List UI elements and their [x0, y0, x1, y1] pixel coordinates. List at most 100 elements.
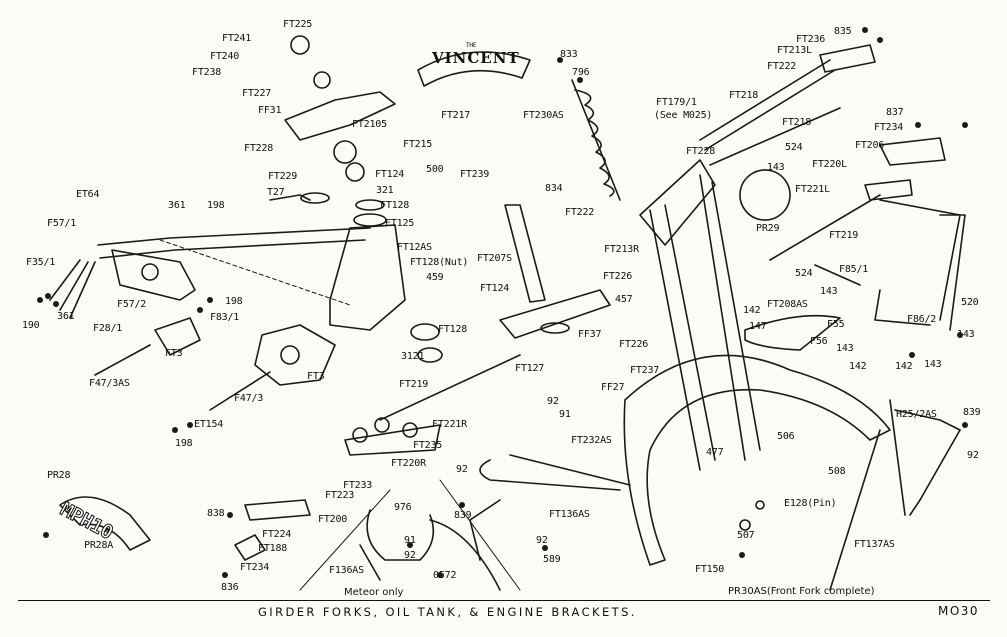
plate-ft200 — [244, 499, 311, 521]
part-label: FT218 — [782, 117, 812, 128]
part-label: 508 — [828, 466, 846, 477]
part-label: FT220R — [391, 458, 426, 469]
part-label: F57/2 — [117, 299, 147, 310]
part-label: FT208AS — [767, 299, 808, 310]
part-label: FF31 — [258, 105, 282, 116]
part-label: FT238 — [192, 67, 222, 78]
part-label: FT3 — [165, 348, 183, 359]
part-label: FT128 — [438, 324, 468, 335]
logo-banner — [417, 51, 531, 87]
part-label: FT222 — [565, 207, 595, 218]
part-label: FT124 — [480, 283, 510, 294]
part-label: 838 — [207, 508, 225, 519]
part-label: F86/2 — [907, 314, 937, 325]
part-label: FT213R — [604, 244, 639, 255]
part-label: 457 — [615, 294, 633, 305]
part-label: 198 — [207, 200, 225, 211]
part-label: FT233 — [343, 480, 373, 491]
part-label: FT207S — [477, 253, 512, 264]
part-label: FT220L — [812, 159, 847, 170]
girder-left-tube — [97, 227, 371, 246]
part-label: 143 — [767, 162, 785, 173]
part-label: FT219 — [829, 230, 859, 241]
part-label: F83/1 — [210, 312, 240, 323]
note-meteor-only: Meteor only — [344, 587, 404, 598]
damper-spring — [574, 89, 615, 197]
plate-pr28 — [59, 496, 151, 551]
part-label: FT218 — [729, 90, 759, 101]
part-label: FT206 — [855, 140, 885, 151]
part-label: FT179/1 — [656, 97, 697, 108]
part-label: F55 — [827, 319, 845, 330]
part-label: FT150 — [695, 564, 725, 575]
part-label: FT125 — [385, 218, 415, 229]
part-label: 198 — [225, 296, 243, 307]
part-label: FF27 — [601, 382, 625, 393]
part-label: 507 — [737, 530, 755, 541]
part-label: FT237 — [630, 365, 660, 376]
part-label: 839 — [963, 407, 981, 418]
sheet-title: GIRDER FORKS, OIL TANK, & ENGINE BRACKET… — [258, 605, 637, 619]
part-label: FT12AS — [397, 242, 432, 253]
part-label: 506 — [777, 431, 795, 442]
part-label: FT235 — [413, 440, 443, 451]
part-label: 143 — [820, 286, 838, 297]
part-label: FT224 — [262, 529, 292, 540]
part-label: 796 — [572, 67, 590, 78]
part-label: 92 — [547, 396, 559, 407]
part-label: FT228 — [686, 146, 716, 157]
part-label: 836 — [221, 582, 239, 593]
part-label: 500 — [426, 164, 444, 175]
steering-column — [504, 204, 546, 303]
front-stand — [479, 459, 621, 491]
part-label: F28/1 — [93, 323, 123, 334]
front-fork-blade — [639, 159, 716, 246]
pr29-damper — [739, 169, 791, 221]
part-label: 198 — [175, 438, 193, 449]
part-label: FT127 — [515, 363, 545, 374]
part-label: 92 — [967, 450, 979, 461]
part-label: FT217 — [441, 110, 471, 121]
part-label: 520 — [961, 297, 979, 308]
part-label: FT234 — [240, 562, 270, 573]
mudguard — [623, 354, 891, 566]
stay-f136 — [366, 509, 435, 561]
part-label: 976 — [394, 502, 412, 513]
plate-ft220r — [344, 424, 441, 456]
part-label: FT236 — [796, 34, 826, 45]
part-label: 524 — [795, 268, 813, 279]
part-label: 477 — [706, 447, 724, 458]
part-label: PR28A — [84, 540, 114, 551]
part-label: 837 — [886, 107, 904, 118]
girder-blade — [111, 249, 196, 301]
part-label: PR28 — [47, 470, 71, 481]
part-label: FT226 — [603, 271, 633, 282]
part-label: F57/1 — [47, 218, 77, 229]
part-label: 524 — [785, 142, 803, 153]
part-label: FF37 — [578, 329, 602, 340]
part-label: ET154 — [194, 419, 224, 430]
part-label: FT221R — [432, 419, 467, 430]
part-label: 459 — [426, 272, 444, 283]
part-label: FT137AS — [854, 539, 895, 550]
part-label: 3121 — [401, 351, 425, 362]
part-label: 833 — [560, 49, 578, 60]
part-label: FT230AS — [523, 110, 564, 121]
long-spindle — [379, 354, 521, 421]
part-label: FT3 — [307, 371, 325, 382]
part-label: 142 — [849, 361, 867, 372]
part-label: FT200 — [318, 514, 348, 525]
part-label: H25/2AS — [896, 409, 937, 420]
part-label: FT225 — [283, 19, 313, 30]
part-label: F47/3AS — [89, 378, 130, 389]
part-label: FT240 — [210, 51, 240, 62]
part-label: 589 — [543, 554, 561, 565]
logo-the: THE — [466, 42, 477, 49]
stand-ft137 — [889, 399, 906, 516]
part-label: F85/1 — [839, 264, 869, 275]
part-label: FT227 — [242, 88, 272, 99]
part-label: 834 — [545, 183, 563, 194]
fork-upper-lug — [329, 224, 406, 331]
part-label: 361 — [168, 200, 186, 211]
note-see-m025: (See M025) — [654, 110, 713, 121]
